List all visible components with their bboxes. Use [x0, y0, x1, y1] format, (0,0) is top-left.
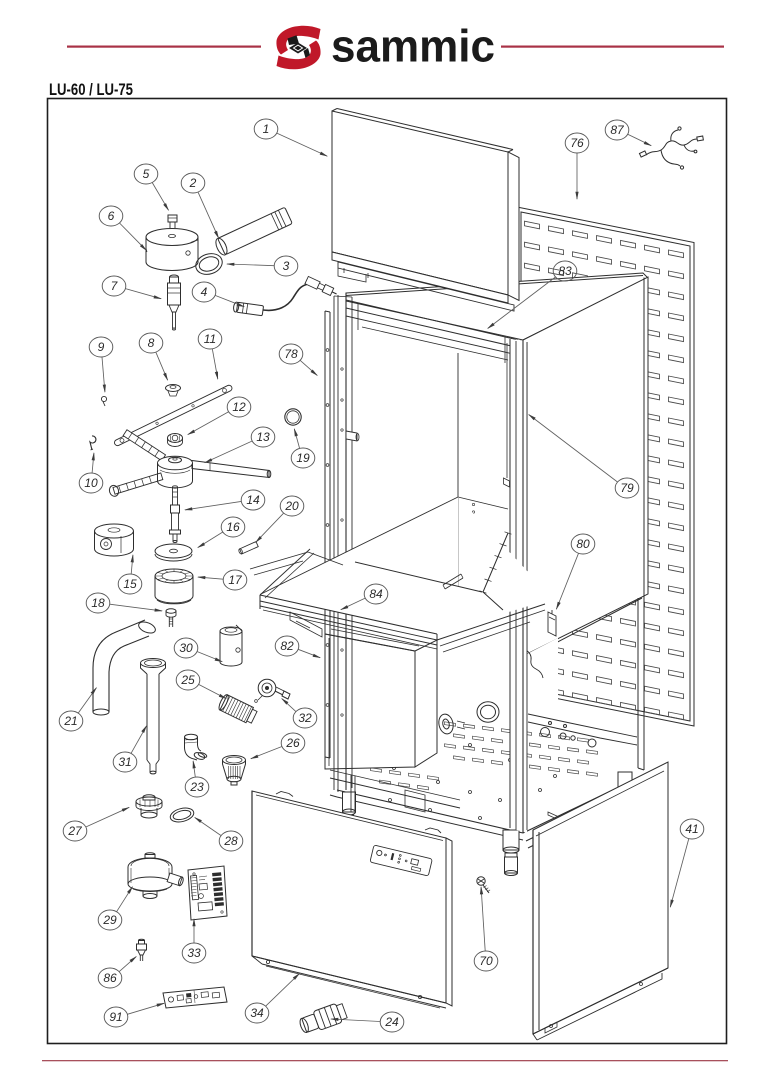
svg-text:28: 28 — [223, 834, 238, 848]
svg-text:14: 14 — [246, 493, 260, 507]
svg-text:20: 20 — [284, 499, 299, 513]
svg-text:4: 4 — [201, 285, 208, 299]
svg-text:18: 18 — [91, 596, 105, 610]
svg-text:3: 3 — [283, 259, 290, 273]
svg-text:80: 80 — [576, 537, 590, 551]
svg-text:31: 31 — [118, 755, 131, 769]
svg-text:87: 87 — [610, 123, 625, 137]
svg-text:86: 86 — [103, 971, 117, 985]
svg-text:78: 78 — [284, 347, 298, 361]
svg-text:29: 29 — [102, 913, 117, 927]
svg-text:25: 25 — [180, 673, 195, 687]
svg-text:2: 2 — [189, 176, 197, 190]
svg-text:21: 21 — [63, 714, 77, 728]
svg-text:12: 12 — [232, 400, 246, 414]
svg-text:79: 79 — [620, 481, 634, 495]
svg-text:8: 8 — [148, 336, 155, 350]
svg-text:9: 9 — [98, 340, 105, 354]
svg-text:83: 83 — [558, 264, 572, 278]
svg-text:26: 26 — [285, 736, 300, 750]
svg-text:70: 70 — [479, 954, 493, 968]
svg-text:6: 6 — [108, 209, 115, 223]
svg-text:82: 82 — [280, 639, 294, 653]
svg-text:16: 16 — [226, 520, 240, 534]
svg-text:32: 32 — [298, 711, 312, 725]
svg-text:27: 27 — [67, 824, 83, 838]
svg-text:13: 13 — [256, 430, 270, 444]
svg-text:1: 1 — [263, 122, 270, 136]
svg-text:10: 10 — [84, 476, 98, 490]
svg-text:23: 23 — [189, 780, 204, 794]
svg-text:7: 7 — [111, 279, 119, 293]
svg-text:76: 76 — [570, 136, 584, 150]
svg-text:11: 11 — [204, 332, 216, 346]
svg-text:sammic: sammic — [331, 21, 495, 72]
svg-text:LU-60 / LU-75: LU-60 / LU-75 — [49, 80, 133, 99]
svg-text:30: 30 — [179, 641, 193, 655]
svg-text:33: 33 — [187, 946, 201, 960]
svg-text:84: 84 — [369, 587, 383, 601]
svg-text:19: 19 — [296, 451, 310, 465]
svg-text:17: 17 — [228, 573, 243, 587]
svg-text:41: 41 — [685, 822, 698, 836]
svg-text:24: 24 — [384, 1015, 399, 1029]
svg-text:91: 91 — [109, 1010, 122, 1024]
svg-text:5: 5 — [143, 167, 150, 181]
svg-text:34: 34 — [250, 1006, 264, 1020]
svg-text:15: 15 — [123, 577, 137, 591]
